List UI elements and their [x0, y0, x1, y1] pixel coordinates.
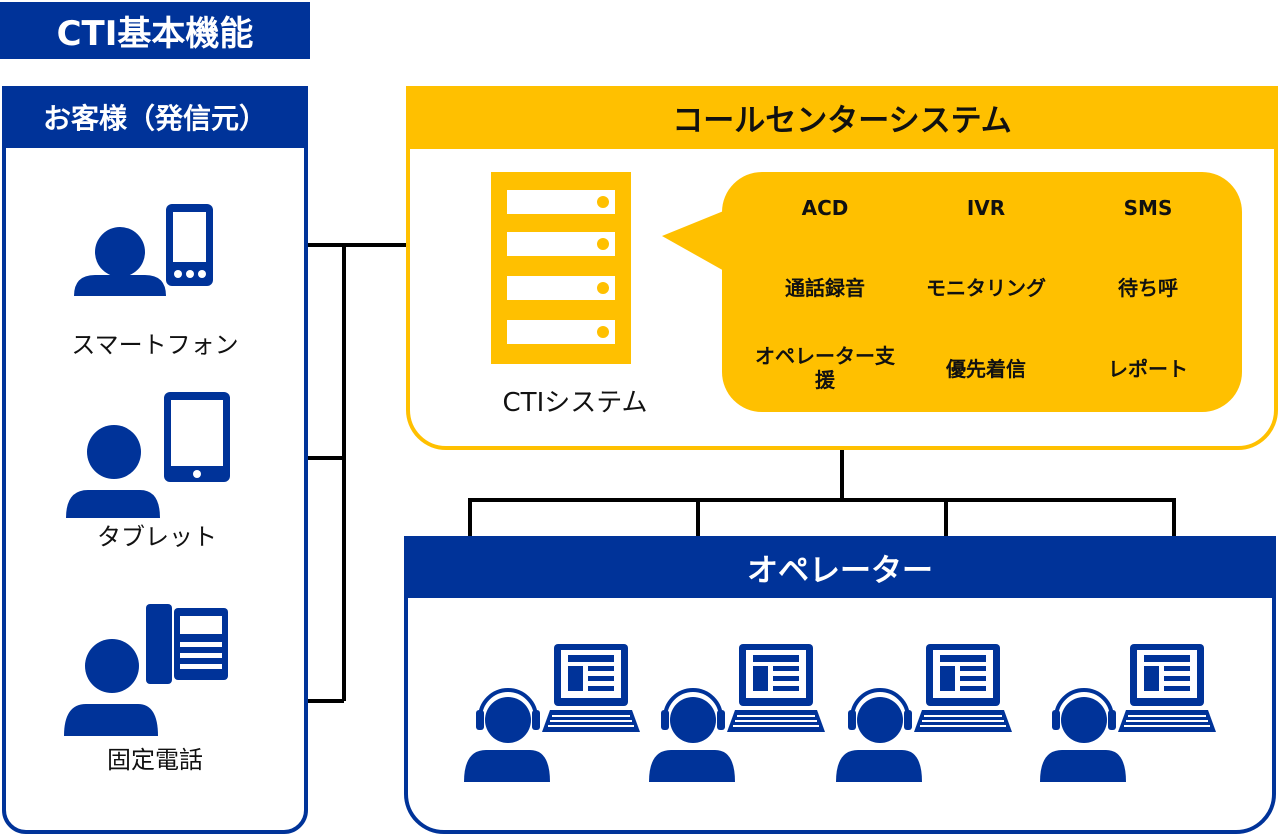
function-report: レポート: [1108, 357, 1188, 381]
function-call-queue: 待ち呼: [1118, 276, 1178, 300]
person-landline-phone-icon: [64, 604, 228, 736]
function-monitoring: モニタリング: [926, 276, 1046, 300]
function-priority-routing: 優先着信: [946, 357, 1026, 381]
function-call-recording: 通話録音: [785, 276, 865, 300]
page-title: CTI基本機能: [0, 2, 310, 59]
customer-label-tablet: タブレット: [97, 523, 217, 551]
operator-headset-laptop-icon: [1040, 644, 1216, 782]
customer-label-smartphone: スマートフォン: [71, 331, 239, 359]
customer-panel: [2, 86, 308, 834]
customer-label-landline: 固定電話: [107, 746, 203, 774]
cti-functions-bubble: [722, 172, 1242, 412]
function-ivr: IVR: [966, 196, 1006, 220]
cti-system-label: CTIシステム: [502, 388, 648, 418]
operator-headset-laptop-icon: [464, 644, 640, 782]
function-acd: ACD: [801, 196, 849, 220]
function-sms: SMS: [1123, 196, 1173, 220]
operator-panel-header: オペレーター: [404, 536, 1276, 598]
person-smartphone-icon: [74, 204, 213, 296]
server-rack-icon: [491, 172, 631, 364]
operator-headset-laptop-icon: [649, 644, 825, 782]
call-center-panel-header: コールセンターシステム: [406, 86, 1278, 149]
person-tablet-icon: [66, 392, 230, 518]
customer-panel-header: お客様（発信元）: [2, 86, 308, 148]
function-operator-support: オペレーター支援: [755, 344, 895, 392]
operator-headset-laptop-icon: [836, 644, 1012, 782]
speech-bubble-pointer: [662, 210, 726, 272]
